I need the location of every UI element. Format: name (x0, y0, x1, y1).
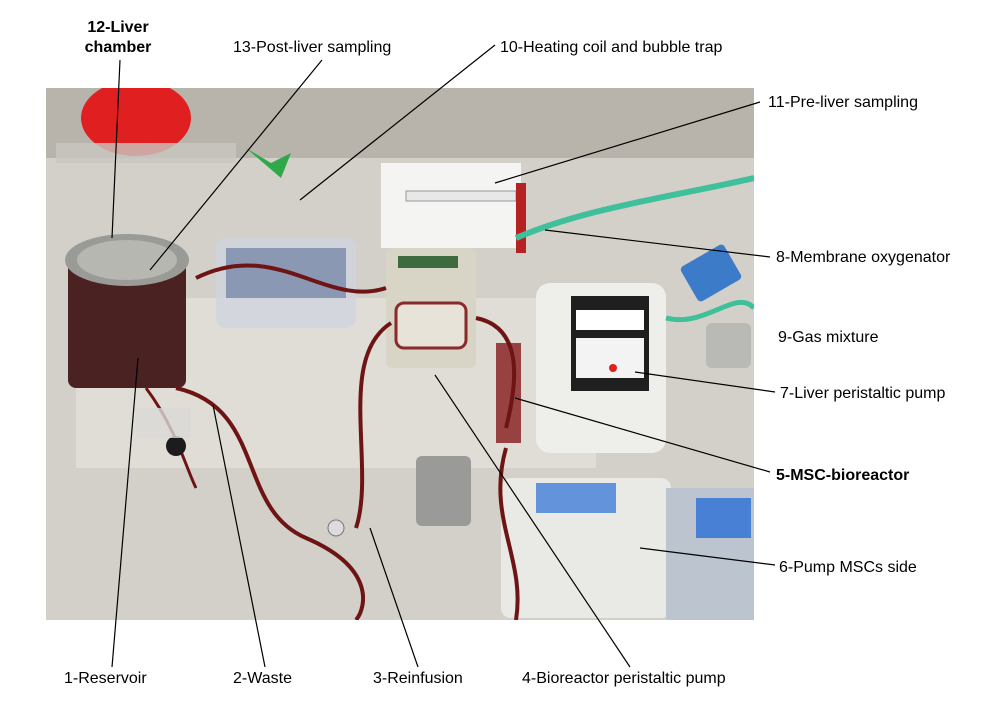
label-reservoir: 1-Reservoir (64, 670, 147, 687)
msc-bioreactor (496, 343, 521, 443)
label-membrane-oxygenator: 8-Membrane oxygenator (776, 249, 951, 266)
towel (381, 163, 521, 248)
reservoir (68, 258, 186, 388)
label-heating-coil: 10-Heating coil and bubble trap (500, 39, 723, 56)
label-bioreactor-peristaltic-pump: 4-Bioreactor peristaltic pump (522, 670, 726, 687)
label-msc-bioreactor: 5-MSC-bioreactor (776, 467, 910, 484)
label-liver-chamber-line2: chamber (84, 39, 152, 56)
label-pump-mscs-side: 6-Pump MSCs side (779, 559, 917, 576)
label-reinfusion: 3-Reinfusion (373, 670, 463, 687)
setup-photo (46, 88, 754, 620)
label-pre-liver-sampling: 11-Pre-liver sampling (768, 94, 918, 111)
label-liver-peristaltic-pump: 7-Liver peristaltic pump (780, 385, 946, 402)
setup-illustration (46, 88, 754, 620)
label-gas-mixture: 9-Gas mixture (778, 329, 879, 346)
label-waste: 2-Waste (233, 670, 292, 687)
label-post-liver-sampling: 13-Post-liver sampling (233, 39, 392, 56)
label-liver-chamber-line1: 12-Liver (87, 19, 149, 36)
